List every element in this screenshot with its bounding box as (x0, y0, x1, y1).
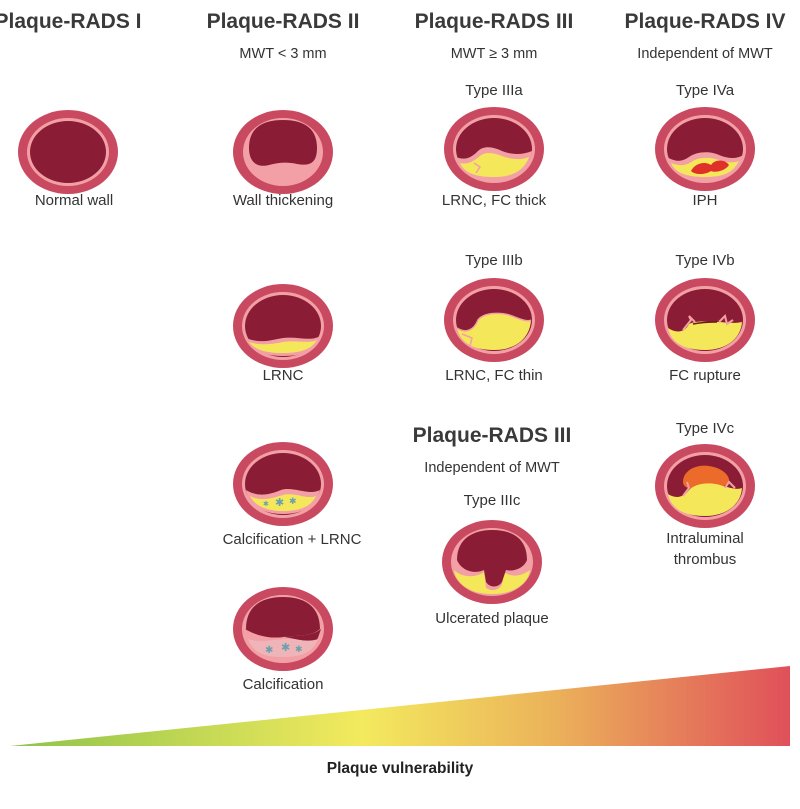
vessel-calcification-lrnc: ✱ ✱ ✱ (231, 440, 335, 528)
vessel-type-4b (653, 276, 757, 364)
caption-type-3c: Ulcerated plaque (435, 610, 549, 627)
vessel-type-4c (653, 442, 757, 530)
vulnerability-label: Plaque vulnerability (326, 760, 474, 777)
column-subtitle-rads-4: Independent of MWT (637, 46, 773, 62)
type-label-3a: Type IIIa (465, 82, 523, 99)
caption-type-3a: LRNC, FC thick (441, 192, 547, 209)
vessel-calcification: ✱ ✱ ✱ (231, 585, 335, 673)
caption-type-4c-line1: Intraluminal (666, 530, 744, 547)
svg-text:✱: ✱ (295, 644, 303, 654)
column-title-rads-4: Plaque-RADS IV (624, 10, 786, 33)
caption-normal-wall: Normal wall (34, 192, 114, 209)
caption-lrnc: LRNC (262, 367, 304, 384)
vulnerability-gradient-wedge (10, 666, 790, 746)
svg-text:✱: ✱ (281, 642, 290, 654)
caption-type-3b: LRNC, FC thin (445, 367, 543, 384)
svg-text:✱: ✱ (265, 645, 273, 656)
vessel-lrnc (231, 282, 335, 370)
type-label-4b: Type IVb (675, 252, 735, 269)
column-title-rads-3: Plaque-RADS III (414, 10, 574, 33)
svg-text:✱: ✱ (263, 500, 269, 508)
type-label-4c: Type IVc (675, 420, 735, 437)
caption-type-4b: FC rupture (669, 367, 741, 384)
caption-type-4c-line2: thrombus (673, 551, 737, 568)
column-subtitle-rads-2: MWT < 3 mm (239, 46, 327, 62)
type-label-3c: Type IIIc (463, 492, 521, 509)
vessel-type-3c (440, 518, 544, 606)
subsection-subtitle-rads-3: Independent of MWT (424, 460, 560, 476)
caption-calcification: Calcification (242, 676, 324, 693)
vessel-normal-wall (16, 108, 120, 196)
column-title-rads-1: Plaque-RADS I (0, 10, 142, 33)
subsection-title-rads-3: Plaque-RADS III (412, 424, 572, 447)
column-title-rads-2: Plaque-RADS II (206, 10, 360, 33)
vessel-type-3a (442, 105, 546, 193)
caption-type-4c: Intraluminal thrombus (666, 528, 744, 570)
caption-calcification-lrnc: Calcification + LRNC (222, 531, 362, 548)
type-label-3b: Type IIIb (465, 252, 523, 269)
caption-wall-thickening: Wall thickening (232, 192, 334, 209)
type-label-4a: Type IVa (675, 82, 735, 99)
vessel-wall-thickening (231, 108, 335, 196)
svg-text:✱: ✱ (275, 497, 284, 509)
svg-text:✱: ✱ (289, 496, 297, 506)
caption-type-4a: IPH (692, 192, 718, 209)
column-subtitle-rads-3: MWT ≥ 3 mm (450, 46, 538, 62)
vessel-type-4a (653, 105, 757, 193)
vessel-type-3b (442, 276, 546, 364)
